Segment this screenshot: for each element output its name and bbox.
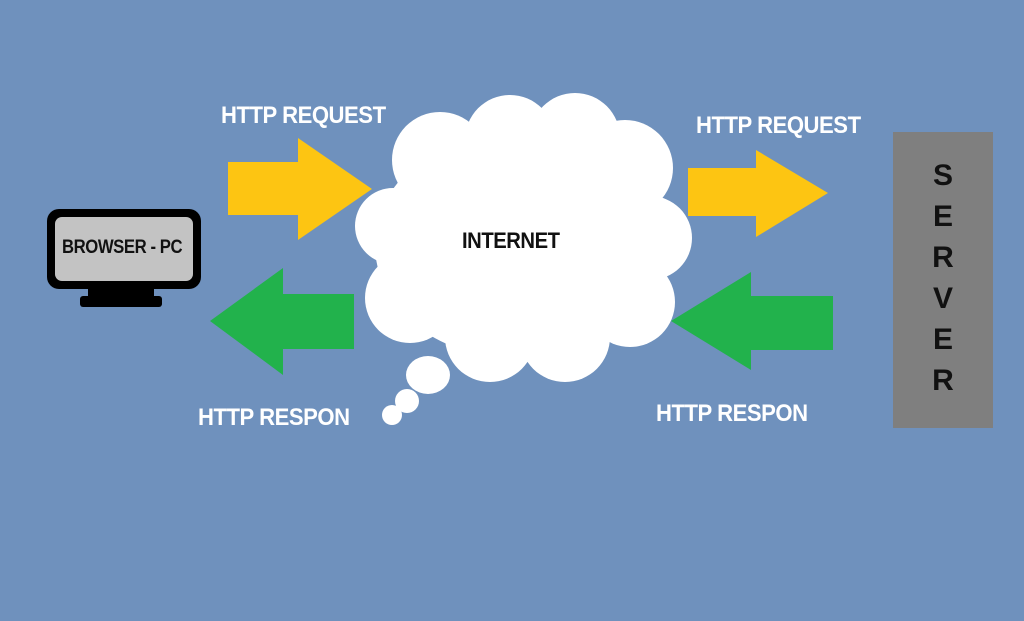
browser-pc-label: BROWSER - PC xyxy=(62,237,183,258)
server-letter: R xyxy=(932,364,954,397)
cloud-icon xyxy=(355,93,692,425)
http-request-label-left: HTTP REQUEST xyxy=(221,102,386,129)
server-letter: E xyxy=(932,323,953,356)
server-letter: V xyxy=(932,282,953,315)
http-response-label-right: HTTP RESPON xyxy=(656,400,808,427)
request-arrow-left xyxy=(228,138,372,240)
server-label: S E R V E R xyxy=(893,155,993,401)
server-letter: R xyxy=(932,241,954,274)
response-arrow-left xyxy=(210,268,354,375)
request-arrow-right xyxy=(688,150,828,237)
http-request-label-right: HTTP REQUEST xyxy=(696,112,861,139)
server-box xyxy=(893,132,993,428)
response-arrow-right xyxy=(671,272,833,370)
internet-label: INTERNET xyxy=(462,228,560,253)
server-letter: E xyxy=(932,200,953,233)
monitor-icon xyxy=(47,209,201,307)
server-letter: S xyxy=(932,159,953,192)
http-response-label-left: HTTP RESPON xyxy=(198,404,350,431)
